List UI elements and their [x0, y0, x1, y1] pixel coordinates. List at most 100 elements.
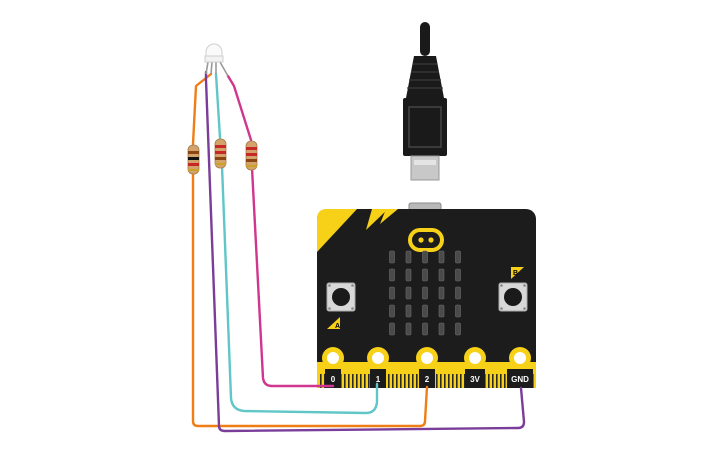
button-b-label: B — [513, 270, 518, 277]
led-matrix — [389, 250, 461, 336]
pin-gnd-label-bg — [507, 369, 533, 388]
edge-tooth — [496, 374, 498, 388]
usb-plug-body — [403, 98, 447, 156]
rgb-led[interactable] — [204, 43, 229, 77]
matrix-led — [438, 268, 445, 282]
pin-2-label-bg — [419, 369, 435, 388]
wire-purple-led-to-gnd[interactable] — [204, 70, 526, 433]
matrix-led — [405, 304, 412, 318]
edge-tooth — [456, 374, 458, 388]
pin-1[interactable]: 1 — [367, 347, 389, 388]
pin-3v-hole — [469, 352, 481, 364]
matrix-led — [405, 286, 412, 300]
matrix-led — [405, 322, 412, 336]
pin-2-hole — [421, 352, 433, 364]
wire-magenta-resistor-to-pin-0[interactable] — [250, 166, 335, 388]
pin-3v-label-bg — [465, 369, 485, 388]
resistor-1[interactable] — [187, 144, 200, 175]
board-corner-stripe-large — [317, 209, 357, 252]
button-a[interactable] — [326, 282, 356, 312]
matrix-led — [422, 304, 428, 318]
matrix-led — [438, 304, 445, 318]
board-corner-stripe-1 — [366, 209, 388, 230]
wire-orange-resistor-to-pin-2[interactable] — [191, 170, 429, 428]
usb-strain-relief — [406, 56, 444, 98]
edge-tooth — [436, 374, 438, 388]
matrix-led — [455, 322, 461, 336]
resistor-3[interactable] — [245, 140, 258, 171]
wires — [191, 70, 526, 433]
edge-tooth — [500, 374, 502, 388]
matrix-led — [422, 322, 428, 336]
button-b-cap — [504, 288, 522, 306]
edge-tooth — [368, 374, 370, 388]
usb-connector-metal — [410, 155, 440, 181]
matrix-led — [405, 268, 412, 282]
logo-eye-right — [428, 237, 434, 243]
matrix-led — [438, 250, 445, 264]
edge-tooth — [392, 374, 394, 388]
edge-tooth — [352, 374, 354, 388]
wire-cyan-resistor-to-pin-1[interactable] — [220, 164, 379, 415]
edge-tooth — [360, 374, 362, 388]
usb-connector-shine — [414, 160, 436, 165]
button-b-marker — [511, 267, 524, 279]
board-corner-stripe-2 — [380, 209, 398, 224]
button-b[interactable] — [498, 282, 528, 312]
edge-tooth — [464, 374, 466, 388]
matrix-led — [422, 250, 428, 264]
logo-eye-left — [418, 237, 424, 243]
pin-gnd-hole — [514, 352, 526, 364]
edge-tooth — [344, 374, 346, 388]
matrix-led — [455, 268, 461, 282]
matrix-led — [422, 286, 428, 300]
edge-tooth — [460, 374, 462, 388]
pin-2[interactable]: 2 — [416, 347, 438, 388]
pin-gnd-label: GND — [511, 375, 529, 384]
microbit-board[interactable]: A B 0 1 2 — [317, 202, 536, 388]
wire-cyan-led-to-resistor[interactable] — [214, 72, 222, 140]
usb-cable[interactable] — [403, 22, 447, 181]
pin-3v-label: 3V — [470, 375, 480, 384]
pin-3v[interactable]: 3V — [464, 347, 486, 388]
pin-0-label-bg — [325, 369, 341, 388]
usb-strain-ridges — [407, 63, 443, 89]
resistor-2[interactable] — [214, 138, 227, 169]
matrix-led — [389, 286, 395, 300]
pin-2-label: 2 — [425, 375, 430, 384]
matrix-led — [389, 250, 395, 264]
edge-tooth — [324, 374, 326, 388]
edge-tooth — [408, 374, 410, 388]
edge-tooth — [492, 374, 494, 388]
edge-tooth — [320, 374, 322, 388]
matrix-led — [455, 250, 461, 264]
rgb-led-rim — [204, 55, 224, 63]
matrix-led — [405, 250, 412, 264]
button-a-label: A — [335, 323, 340, 330]
pin-0-hole — [327, 352, 339, 364]
edge-tooth — [452, 374, 454, 388]
matrix-led — [455, 304, 461, 318]
wire-magenta-led-to-resistor[interactable] — [226, 74, 253, 142]
matrix-led — [455, 286, 461, 300]
edge-tooth — [348, 374, 350, 388]
usb-plug-panel — [408, 106, 442, 148]
button-a-marker — [327, 317, 340, 329]
edge-tooth — [364, 374, 366, 388]
matrix-led — [438, 286, 445, 300]
pin-1-label-bg — [370, 369, 386, 388]
usb-cable-cord — [420, 22, 430, 56]
microbit-logo — [408, 228, 444, 252]
pin-0[interactable]: 0 — [322, 347, 344, 388]
pin-gnd[interactable]: GND — [507, 347, 533, 388]
edge-tooth — [388, 374, 390, 388]
edge-tooth — [412, 374, 414, 388]
matrix-led — [389, 268, 395, 282]
edge-tooth — [444, 374, 446, 388]
edge-tooth — [504, 374, 506, 388]
edge-tooth — [488, 374, 490, 388]
edge-tooth — [448, 374, 450, 388]
edge-tooth — [416, 374, 418, 388]
matrix-led — [389, 304, 395, 318]
